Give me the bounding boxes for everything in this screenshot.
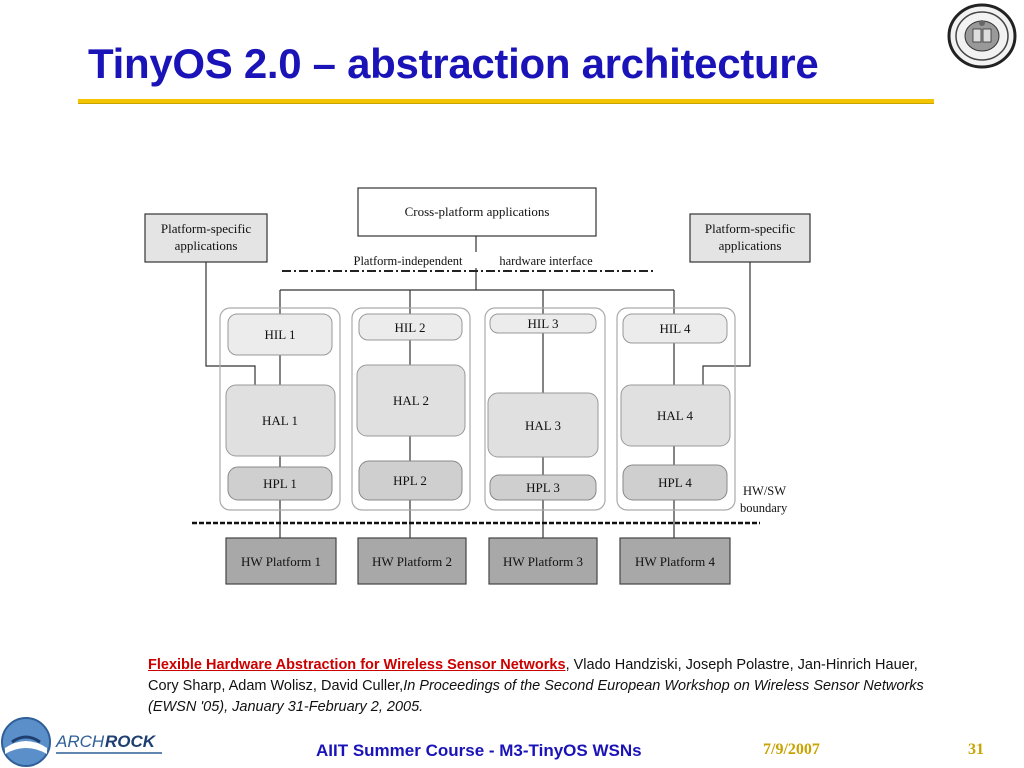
architecture-diagram: Cross-platform applications Platform-spe… — [144, 187, 811, 585]
hil-1-label: HIL 1 — [265, 327, 296, 342]
footer-course: AIIT Summer Course - M3-TinyOS WSNs — [316, 741, 642, 760]
slide-title: TinyOS 2.0 – abstraction architecture — [88, 40, 819, 87]
hpl-1-label: HPL 1 — [263, 476, 297, 491]
hw-platform-4-label: HW Platform 4 — [635, 554, 715, 569]
citation-authors: , Vlado Handziski, Joseph Polastre, Jan-… — [148, 657, 918, 694]
hpl-4-label: HPL 4 — [658, 475, 692, 490]
hw-interface-label-2: hardware interface — [499, 254, 593, 268]
footer-date: 7/9/2007 — [763, 741, 820, 758]
arch-rock-logo: ARCH ROCK — [1, 717, 162, 767]
university-seal-icon — [947, 3, 1017, 69]
hal-1-label: HAL 1 — [262, 413, 298, 428]
hil-3-label: HIL 3 — [528, 316, 559, 331]
hil-4-label: HIL 4 — [660, 321, 691, 336]
hal-2-label: HAL 2 — [393, 393, 429, 408]
citation-venue: In Proceedings of the Second European Wo… — [148, 678, 924, 715]
platform-specific-right-line2: applications — [719, 238, 782, 253]
hal-4-label: HAL 4 — [657, 408, 693, 423]
hil-2-label: HIL 2 — [395, 320, 426, 335]
title-rule — [78, 99, 934, 104]
platform-specific-left-line2: applications — [175, 238, 238, 253]
hpl-2-label: HPL 2 — [393, 473, 427, 488]
paper-link[interactable]: Flexible Hardware Abstraction for Wirele… — [148, 657, 566, 673]
hal-3-label: HAL 3 — [525, 418, 561, 433]
citation: Flexible Hardware Abstraction for Wirele… — [148, 655, 948, 718]
logo-arch: ARCH — [55, 732, 105, 751]
hpl-3-label: HPL 3 — [526, 480, 560, 495]
boundary-label-2: boundary — [740, 501, 788, 515]
logo-rock: ROCK — [105, 732, 157, 751]
hw-platform-3-label: HW Platform 3 — [503, 554, 583, 569]
boundary-label-1: HW/SW — [743, 484, 786, 498]
platform-specific-right-line1: Platform-specific — [705, 221, 795, 236]
hw-interface-label-1: Platform-independent — [354, 254, 464, 268]
page-number: 31 — [968, 741, 984, 758]
hw-platform-2-label: HW Platform 2 — [372, 554, 452, 569]
platform-specific-left-line1: Platform-specific — [161, 221, 251, 236]
cross-platform-label: Cross-platform applications — [405, 204, 550, 219]
hw-platform-1-label: HW Platform 1 — [241, 554, 321, 569]
